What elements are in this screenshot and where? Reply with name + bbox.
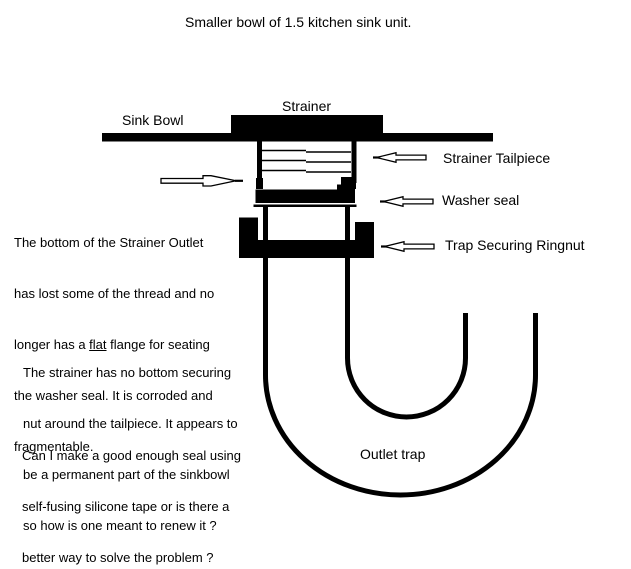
washer-seal-label: Washer seal — [442, 192, 520, 208]
page-title: Smaller bowl of 1.5 kitchen sink unit. — [185, 14, 412, 30]
note-line: The bottom of the Strainer Outlet — [14, 235, 204, 250]
securing-nut-note: The strainer has no bottom securing nut … — [23, 330, 238, 568]
note-line: Can I make a good enough seal using — [22, 448, 241, 463]
outlet-trap-pipe — [263, 207, 538, 498]
washer-seal-shape — [253, 184, 357, 207]
note-line: so how is one meant to renew it ? — [23, 518, 217, 533]
tailpiece-walls — [257, 138, 357, 183]
strainer-label: Strainer — [282, 98, 332, 114]
sink-bowl-label: Sink Bowl — [122, 112, 184, 128]
strainer-body — [231, 115, 383, 138]
tailpiece-threads — [262, 149, 351, 173]
note-line: longer has a flat flange for seating — [14, 337, 210, 352]
note-line: the washer seal. It is corroded and — [14, 388, 213, 403]
note-line: be a permanent part of the sinkbowl — [23, 467, 230, 482]
trap-securing-ringnut-label: Trap Securing Ringnut — [445, 237, 585, 253]
outlet-trap-label: Outlet trap — [360, 446, 426, 462]
strainer-tailpiece-label: Strainer Tailpiece — [443, 150, 551, 166]
tailpiece-callout-arrow-left — [160, 175, 243, 187]
note-line: has lost some of the thread and no — [14, 286, 215, 301]
underlined-word: flat — [89, 337, 107, 352]
note-line: nut around the tailpiece. It appears to — [23, 416, 238, 431]
note-line: better way to solve the problem ? — [22, 550, 214, 565]
silicone-tape-question-note: Can I make a good enough seal using self… — [22, 413, 241, 569]
washer-seal-arrow — [380, 195, 434, 208]
note-line: fragmentable. — [14, 439, 94, 454]
strainer-outlet-note: The bottom of the Strainer Outlet has lo… — [14, 200, 214, 489]
note-line: The strainer has no bottom securing — [23, 365, 232, 380]
note-line: self-fusing silicone tape or is there a — [22, 499, 230, 514]
ringnut-shape — [239, 217, 374, 258]
ringnut-arrow — [381, 240, 435, 253]
strainer-tailpiece-arrow — [373, 151, 427, 164]
